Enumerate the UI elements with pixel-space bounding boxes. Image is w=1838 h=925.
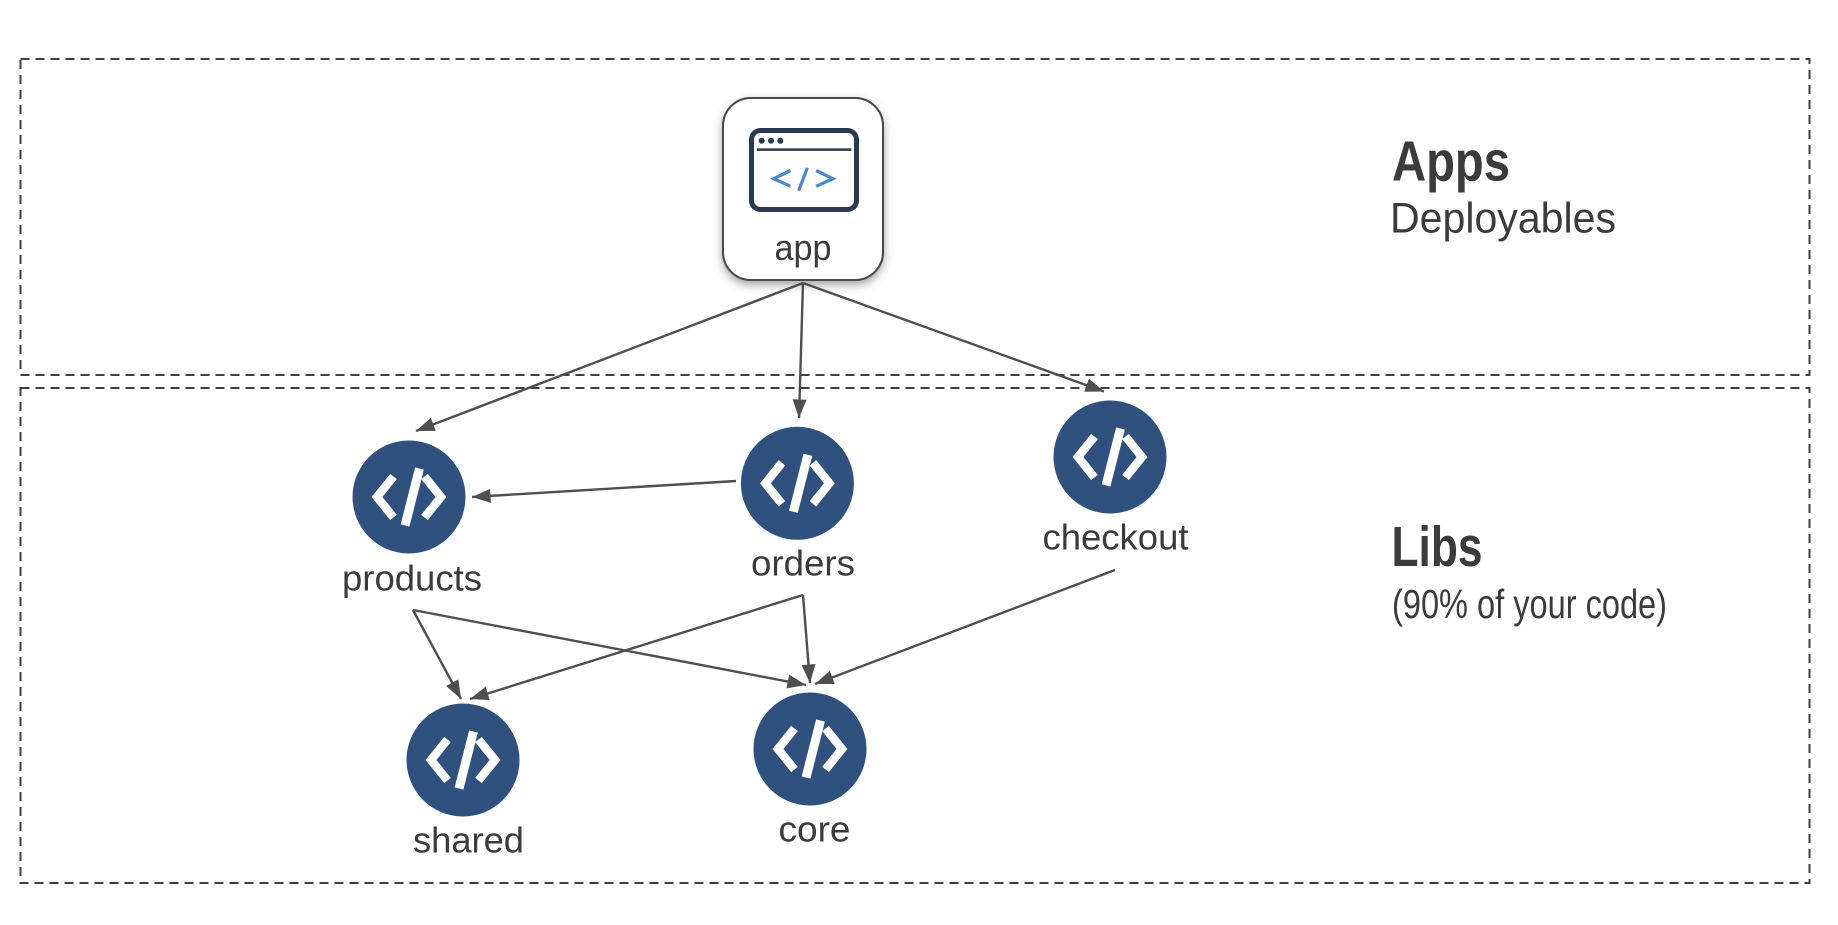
svg-text:core: core [779, 809, 851, 850]
svg-text:products: products [342, 558, 482, 599]
svg-text:Libs: Libs [1392, 515, 1483, 579]
svg-text:(90% of your code): (90% of your code) [1392, 581, 1667, 627]
svg-text:Apps: Apps [1392, 130, 1510, 194]
svg-text:orders: orders [751, 543, 855, 584]
svg-text:shared: shared [413, 820, 524, 861]
svg-text:Deployables: Deployables [1390, 195, 1616, 243]
svg-text:checkout: checkout [1043, 517, 1189, 558]
svg-text:app: app [775, 227, 832, 268]
